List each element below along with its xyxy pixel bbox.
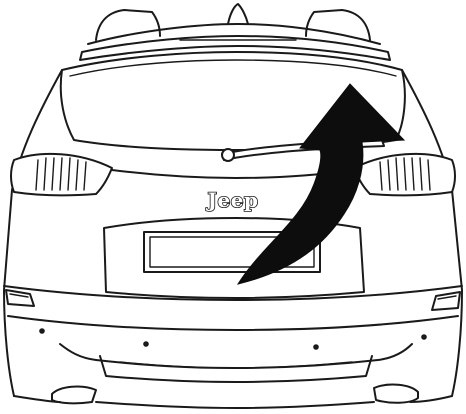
wiper-pivot	[222, 149, 234, 161]
brand-logo: Jeep	[206, 188, 259, 212]
roof-outline	[88, 24, 380, 44]
bumper-mid-line	[8, 316, 458, 330]
brand-logo-text: Jeep	[206, 188, 259, 212]
reflector-left	[6, 290, 34, 306]
shark-fin-antenna	[228, 4, 248, 24]
roof-rail-right	[306, 10, 370, 40]
parking-sensor-4	[421, 334, 427, 340]
body-left-side	[4, 70, 62, 396]
parking-sensor-3	[313, 344, 319, 350]
body-right-side	[402, 70, 462, 396]
rear-window-inner	[70, 60, 396, 76]
parking-sensor-2	[143, 341, 149, 347]
exhaust-left	[52, 387, 96, 404]
reflector-right	[432, 292, 460, 310]
parking-sensor-1	[39, 328, 45, 334]
exhaust-right	[374, 385, 418, 403]
lower-diffuser	[60, 344, 412, 368]
